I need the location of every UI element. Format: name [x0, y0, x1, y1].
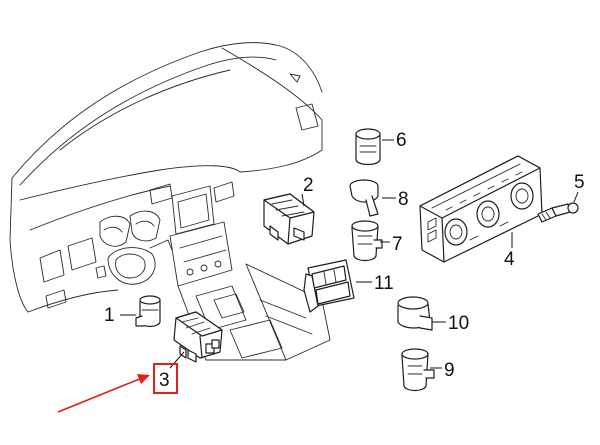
callout-10[interactable]: 10 — [448, 313, 469, 334]
callout-3[interactable]: 3 — [159, 370, 170, 391]
callout-4[interactable]: 4 — [504, 249, 515, 270]
callout-9[interactable]: 9 — [444, 360, 455, 381]
highlight-arrow — [57, 374, 150, 413]
callout-11[interactable]: 11 — [374, 273, 394, 294]
callout-5[interactable]: 5 — [574, 172, 585, 193]
dashboard-outline — [9, 42, 331, 361]
part-4-climate-control[interactable] — [419, 155, 543, 263]
part-3-switch-module[interactable] — [173, 311, 223, 363]
callout-6[interactable]: 6 — [396, 130, 407, 151]
callout-7[interactable]: 7 — [392, 234, 403, 255]
part-10-knob-cover[interactable] — [397, 296, 433, 331]
leader-5 — [573, 191, 579, 203]
callout-2[interactable]: 2 — [303, 175, 314, 196]
part-7-socket[interactable] — [351, 220, 383, 262]
part-2-switch-block[interactable] — [263, 193, 315, 245]
leader-2 — [301, 193, 305, 207]
highlight-box — [153, 363, 178, 394]
part-9-socket[interactable] — [401, 348, 435, 392]
callout-1[interactable]: 1 — [104, 305, 115, 326]
callout-8[interactable]: 8 — [398, 189, 409, 210]
leader-3 — [169, 351, 185, 369]
part-11-switch-panel[interactable] — [303, 259, 355, 313]
part-8-button-cap[interactable] — [349, 179, 379, 217]
part-5-bulb[interactable] — [537, 202, 579, 223]
part-6-cylinder-switch[interactable] — [355, 128, 381, 166]
part-1-start-button[interactable] — [135, 295, 161, 328]
